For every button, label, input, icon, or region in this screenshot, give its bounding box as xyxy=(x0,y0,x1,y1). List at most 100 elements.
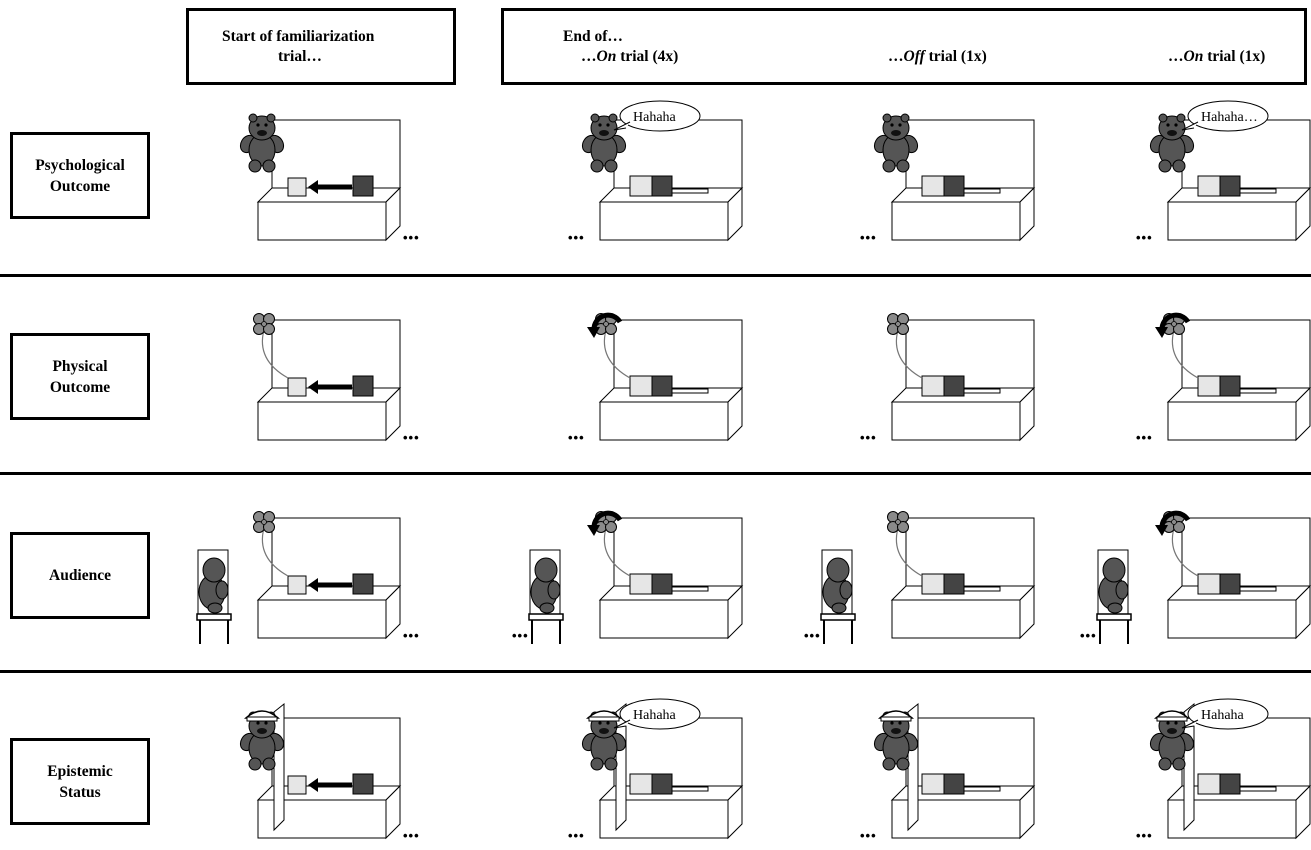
ellipsis-dots: ••• xyxy=(403,230,420,245)
light-box xyxy=(288,178,306,196)
scene-2-0: ••• xyxy=(197,512,420,645)
ellipsis-dots: ••• xyxy=(1136,828,1153,843)
light-box xyxy=(630,774,652,794)
table-front xyxy=(258,402,386,440)
dark-box xyxy=(1220,574,1240,594)
table-front xyxy=(892,600,1020,638)
dark-box xyxy=(944,574,964,594)
table-front xyxy=(1168,202,1296,240)
light-box xyxy=(630,176,652,196)
ellipsis-dots: ••• xyxy=(568,430,585,445)
rod xyxy=(1240,389,1276,393)
dark-box xyxy=(353,574,373,594)
table-front xyxy=(1168,402,1296,440)
ellipsis-dots: ••• xyxy=(804,628,821,643)
flower-icon xyxy=(888,512,909,533)
table-front xyxy=(258,202,386,240)
table-top xyxy=(258,188,400,202)
ellipsis-dots: ••• xyxy=(860,230,877,245)
table-front xyxy=(600,202,728,240)
table-front xyxy=(600,402,728,440)
rod xyxy=(672,189,708,193)
chair-seat xyxy=(529,614,563,620)
ellipsis-dots: ••• xyxy=(1136,430,1153,445)
rod xyxy=(964,189,1000,193)
light-box xyxy=(288,576,306,594)
dark-box xyxy=(353,376,373,396)
light-box xyxy=(288,776,306,794)
rod xyxy=(672,389,708,393)
scene-3-1: Hahaha ••• xyxy=(568,699,742,843)
laugh-text: Hahaha… xyxy=(1201,110,1258,125)
chair-seat xyxy=(1097,614,1131,620)
scene-0-0: ••• xyxy=(237,114,419,245)
rod xyxy=(964,587,1000,591)
ellipsis-dots: ••• xyxy=(403,430,420,445)
light-box xyxy=(288,378,306,396)
dark-box xyxy=(652,574,672,594)
scene-2-2: ••• xyxy=(804,512,1034,645)
flower-icon xyxy=(254,314,275,335)
scene-1-1: ••• xyxy=(568,314,742,446)
light-box xyxy=(1198,376,1220,396)
light-box xyxy=(630,574,652,594)
light-box xyxy=(1198,774,1220,794)
light-box xyxy=(922,376,944,396)
table-front xyxy=(892,402,1020,440)
ellipsis-dots: ••• xyxy=(860,430,877,445)
chair-seat xyxy=(197,614,231,620)
dark-box xyxy=(1220,376,1240,396)
occluder-screen xyxy=(908,704,918,830)
table-front xyxy=(600,600,728,638)
table-front xyxy=(1168,600,1296,638)
scene-1-2: ••• xyxy=(860,314,1034,446)
ellipsis-dots: ••• xyxy=(568,828,585,843)
table-front xyxy=(892,202,1020,240)
chair-seat xyxy=(821,614,855,620)
dark-box xyxy=(944,774,964,794)
scene-2-1: ••• xyxy=(512,512,742,645)
ellipsis-dots: ••• xyxy=(1136,230,1153,245)
light-box xyxy=(1198,176,1220,196)
flower-icon xyxy=(888,314,909,335)
laugh-text: Hahaha xyxy=(633,110,677,125)
dark-box xyxy=(1220,774,1240,794)
rod xyxy=(964,787,1000,791)
ellipsis-dots: ••• xyxy=(512,628,529,643)
table-front xyxy=(258,600,386,638)
dark-box xyxy=(1220,176,1240,196)
dark-box xyxy=(652,176,672,196)
scene-1-0: ••• xyxy=(254,314,420,446)
scene-0-2: ••• xyxy=(860,114,1034,245)
ellipsis-dots: ••• xyxy=(1080,628,1097,643)
ellipsis-dots: ••• xyxy=(403,828,420,843)
dark-box xyxy=(353,176,373,196)
ellipsis-dots: ••• xyxy=(568,230,585,245)
scene-0-3: Hahaha… ••• xyxy=(1136,101,1310,245)
scene-3-2: ••• xyxy=(860,704,1034,843)
laugh-text: Hahaha xyxy=(633,708,677,723)
dark-box xyxy=(652,774,672,794)
rod xyxy=(1240,587,1276,591)
ellipsis-dots: ••• xyxy=(860,828,877,843)
light-box xyxy=(922,574,944,594)
occluder-screen xyxy=(274,704,284,830)
dark-box xyxy=(652,376,672,396)
flower-icon xyxy=(254,512,275,533)
scene-1-3: ••• xyxy=(1136,314,1310,446)
ellipsis-dots: ••• xyxy=(403,628,420,643)
laugh-text: Hahaha xyxy=(1201,708,1245,723)
light-box xyxy=(1198,574,1220,594)
light-box xyxy=(922,176,944,196)
scene-0-1: Hahaha ••• xyxy=(568,101,742,245)
light-box xyxy=(922,774,944,794)
dark-box xyxy=(944,376,964,396)
scene-3-3: Hahaha ••• xyxy=(1136,699,1310,843)
light-box xyxy=(630,376,652,396)
dark-box xyxy=(944,176,964,196)
rod xyxy=(1240,787,1276,791)
rod xyxy=(672,787,708,791)
table-top xyxy=(258,586,400,600)
